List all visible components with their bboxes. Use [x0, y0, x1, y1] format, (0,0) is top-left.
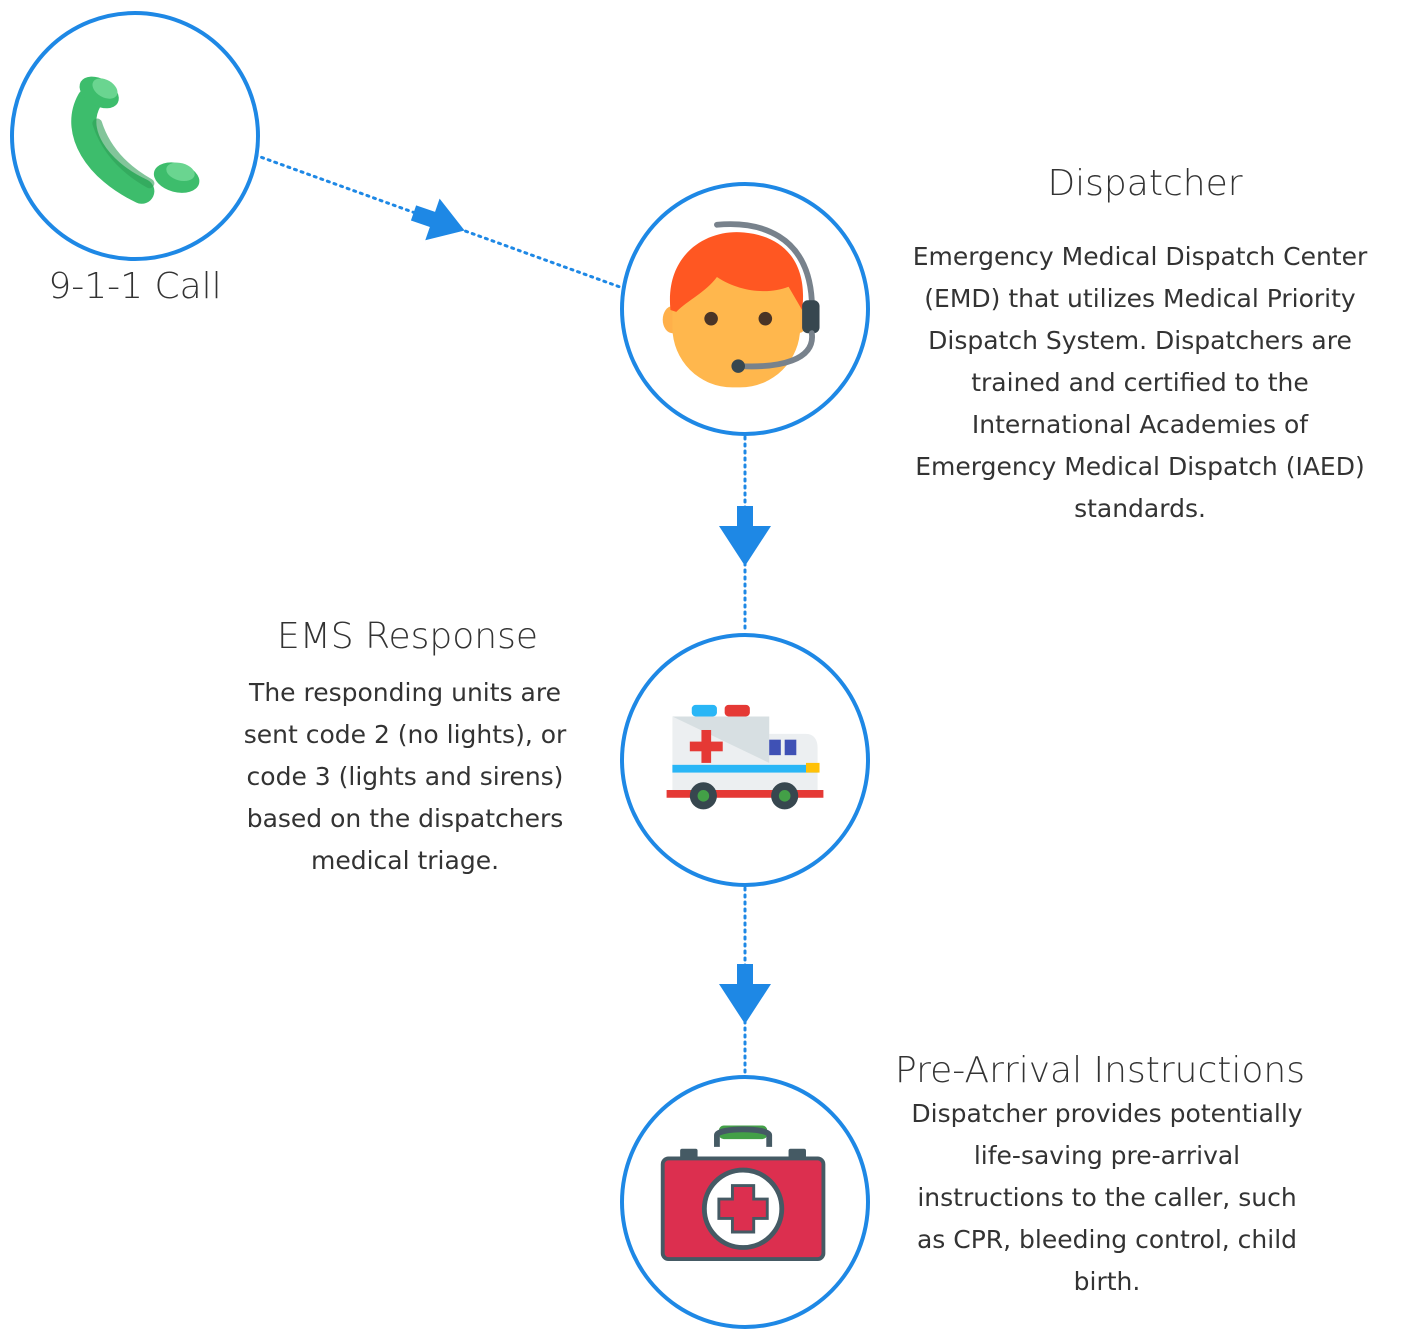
arrow-ems-to-prearrival	[719, 964, 771, 1024]
ambulance-icon	[666, 704, 824, 810]
dispatcher-headset-icon	[662, 221, 820, 388]
arrow-call-to-dispatcher	[410, 198, 465, 241]
first-aid-kit-icon	[660, 1125, 826, 1262]
call-label: 9-1-1 Call	[48, 266, 222, 307]
prearrival-node	[620, 1075, 870, 1329]
dispatcher-description: Emergency Medical Dispatch Center (EMD) …	[912, 242, 1368, 523]
ems-node	[620, 633, 870, 887]
call-node	[10, 11, 260, 261]
ems-description: The responding units are sent code 2 (no…	[243, 678, 567, 875]
connector-call-to-dispatcher	[253, 153, 622, 289]
dispatcher-title: Dispatcher	[1047, 163, 1243, 204]
dispatcher-node	[620, 182, 870, 436]
ems-title: EMS Response	[277, 616, 538, 657]
arrow-dispatcher-to-ems	[719, 506, 771, 566]
prearrival-description: Dispatcher provides potentially life-sav…	[911, 1099, 1303, 1296]
prearrival-title: Pre-Arrival Instructions	[895, 1050, 1305, 1091]
phone-icon	[71, 76, 200, 204]
